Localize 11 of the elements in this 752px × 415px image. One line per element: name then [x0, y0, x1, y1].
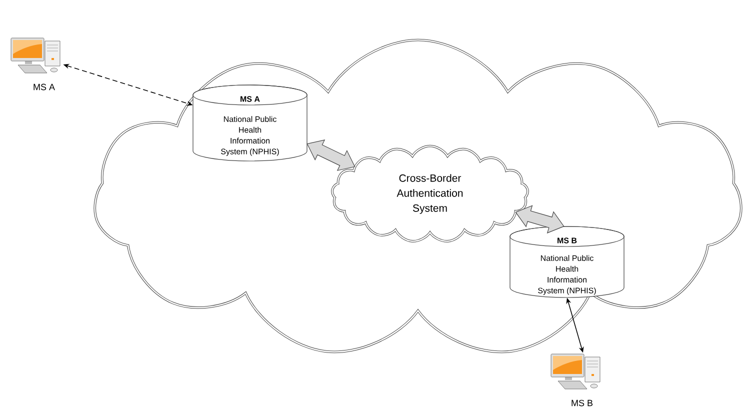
- arrow: [306, 140, 356, 171]
- cylinder-text: National Public Health Information System (NPHIS): [221, 116, 279, 156]
- label: MS A: [34, 84, 55, 90]
- database-cylinder: [510, 226, 624, 298]
- database-cylinder: [192, 84, 308, 162]
- arrow: [515, 205, 564, 234]
- cylinder-text: National Public Health Information System (NPHIS): [538, 255, 596, 295]
- cylinder-title: MS B: [558, 238, 577, 244]
- cloud-shape: [94, 38, 742, 354]
- cylinder-title: MS A: [240, 96, 260, 102]
- label: MS B: [572, 400, 593, 406]
